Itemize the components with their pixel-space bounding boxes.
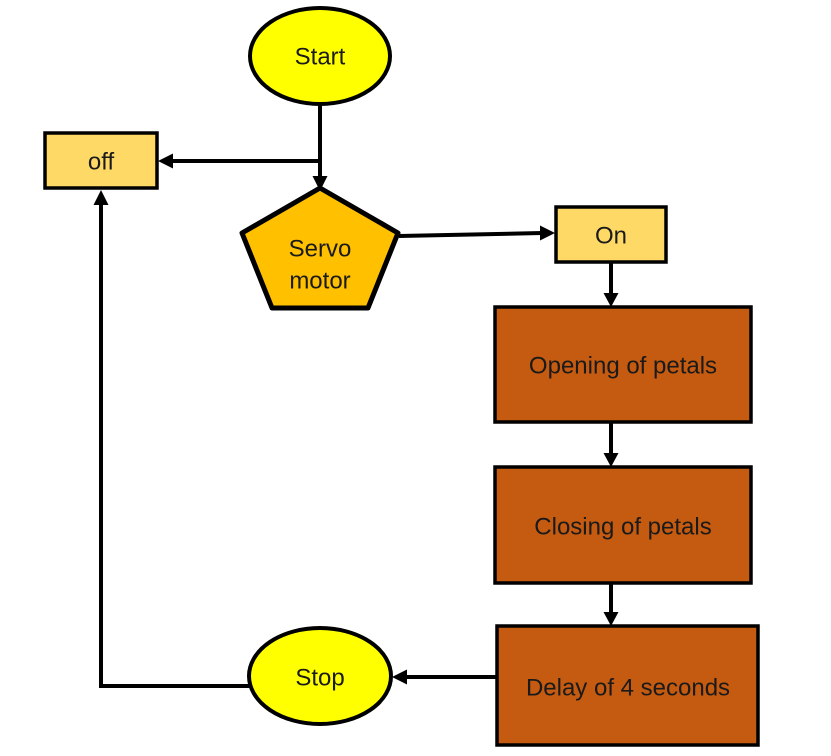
node-delay: Delay of 4 seconds — [495, 624, 760, 747]
off-shape — [43, 131, 159, 190]
node-start: Start — [248, 6, 392, 106]
arrowhead-down-closing-icon — [603, 453, 619, 467]
node-off: off — [43, 131, 159, 190]
on-label: On — [595, 223, 627, 250]
closing-of-petals-shape — [493, 465, 753, 585]
connector-servo-to-on — [398, 231, 543, 238]
arrowhead-left-off-icon — [158, 153, 173, 169]
on-shape — [554, 205, 668, 264]
node-closing-of-petals: Closing of petals — [493, 465, 753, 585]
node-stop: Stop — [247, 626, 393, 726]
servo-motor-label-line2: motor — [289, 268, 350, 295]
arrowhead-up-off-icon — [93, 190, 109, 205]
connector-stop-to-off — [99, 202, 251, 688]
delay-label: Delay of 4 seconds — [526, 675, 730, 702]
node-on: On — [554, 205, 668, 264]
arrowhead-down-servo-icon — [312, 176, 328, 191]
start-shape — [248, 6, 392, 106]
servo-motor-label-line1: Servo — [289, 236, 352, 263]
servo-motor-shape — [239, 185, 401, 311]
stop-shape — [247, 626, 393, 726]
connectors — [93, 103, 619, 688]
arrowhead-down-delay-icon — [603, 612, 619, 626]
arrowhead-left-stop-icon — [392, 669, 407, 685]
node-opening-of-petals: Opening of petals — [493, 305, 753, 424]
stop-label: Stop — [295, 665, 344, 692]
closing-of-petals-label: Closing of petals — [534, 514, 711, 541]
arrowhead-down-opening-icon — [603, 293, 619, 307]
opening-of-petals-label: Opening of petals — [529, 353, 717, 380]
start-label: Start — [295, 44, 346, 71]
opening-of-petals-shape — [493, 305, 753, 424]
node-servo-motor: Servo motor — [239, 185, 401, 311]
off-label: off — [88, 149, 115, 176]
arrowhead-right-on-icon — [540, 225, 555, 241]
delay-shape — [495, 624, 760, 747]
